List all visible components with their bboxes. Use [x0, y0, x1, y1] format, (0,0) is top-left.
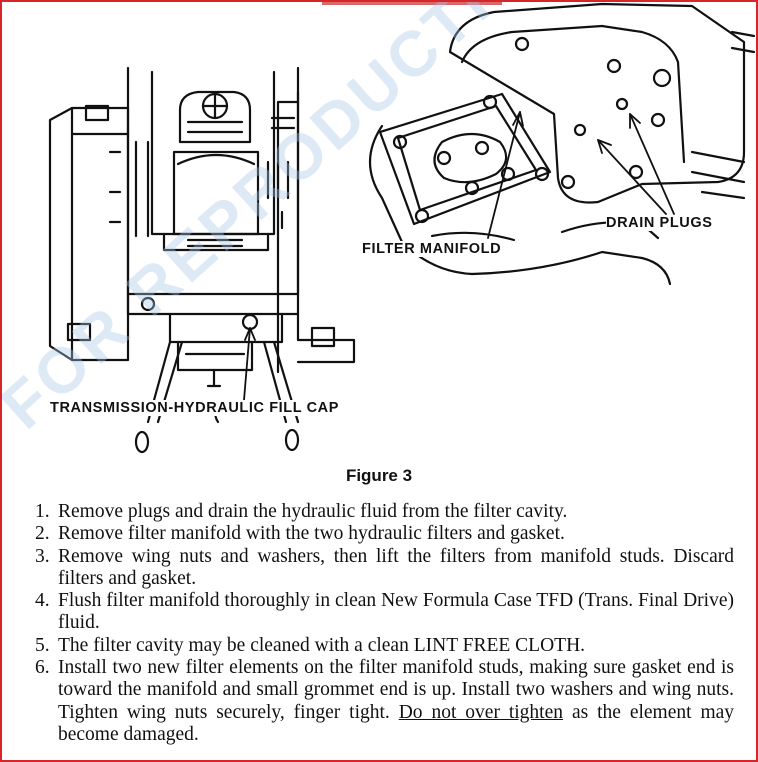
figure-caption: Figure 3	[345, 466, 413, 485]
list-item: 1. Remove plugs and drain the hydraulic f…	[35, 501, 734, 523]
list-item: 3. Remove wing nuts and washers, then lif…	[35, 545, 734, 591]
step-number: 6.	[35, 657, 50, 679]
step-text: Flush filter manifold thoroughly in clea…	[58, 590, 734, 634]
list-item: 4. Flush filter manifold thoroughly in cl…	[35, 590, 734, 635]
step-number: 3.	[35, 545, 50, 567]
step-number: 5.	[35, 634, 50, 656]
step-text: The filter cavity may be cleaned with a …	[58, 634, 586, 656]
filter-manifold-label: FILTER MANIFOLD	[362, 241, 502, 257]
watermark-text: FOR REPRODUCTION	[2, 2, 582, 442]
tractor-drawing: FOR REPRODUCTION	[2, 2, 756, 454]
list-item: 6. Install two new filter elements on the…	[35, 657, 735, 746]
instruction-list: 1. Remove plugs and drain the hydraulic f…	[35, 501, 735, 746]
step-number: 4.	[35, 590, 50, 612]
step-text: Remove wing nuts and washers, then lift …	[58, 545, 734, 589]
step-text-tail: as the element may become damaged.	[58, 701, 735, 745]
list-item: 5. The filter cavity may be cleaned with …	[35, 634, 734, 657]
figure-illustration: FOR REPRODUCTION FILTER MANIFOLD DRAIN P…	[2, 2, 756, 462]
step-number: 1.	[35, 501, 50, 522]
step-text: Remove filter manifold with the two hydr…	[58, 523, 565, 545]
drain-plugs-label: DRAIN PLUGS	[606, 215, 713, 231]
step-text: Remove plugs and drain the hydraulic flu…	[58, 501, 568, 522]
list-item: 2. Remove filter manifold with the two hy…	[35, 523, 734, 545]
step-number: 2.	[35, 523, 50, 545]
step-text: Install two new filter elements on the f…	[58, 657, 734, 723]
warning-underlined: Do not over tighten	[398, 701, 564, 723]
fill-cap-label: TRANSMISSION-HYDRAULIC FILL CAP	[50, 400, 339, 416]
